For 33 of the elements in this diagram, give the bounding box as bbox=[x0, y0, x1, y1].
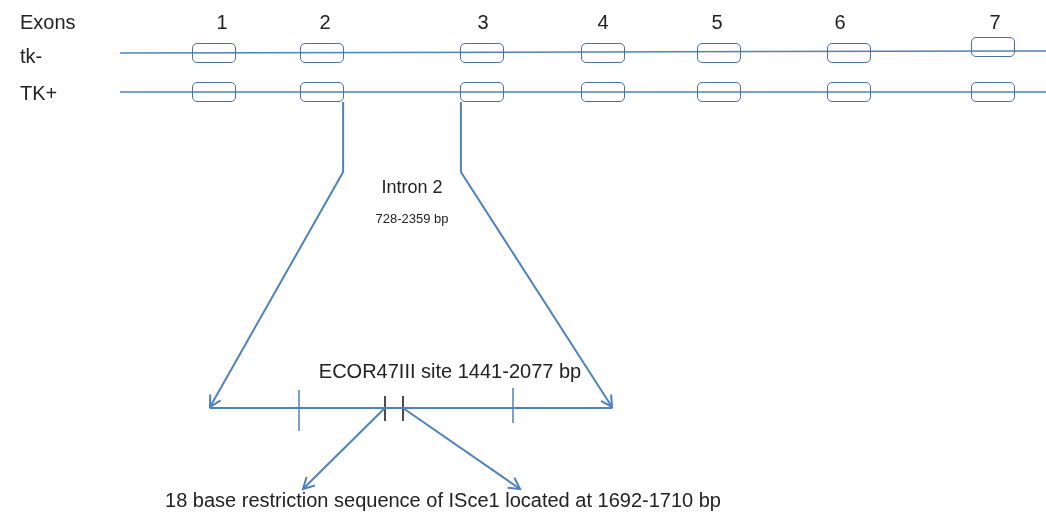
annotation-text: 18 base restriction sequence of ISce1 located at 1692-1710 bp bbox=[108, 489, 778, 513]
exon-box bbox=[192, 82, 236, 102]
size-label: 728-2359 bp bbox=[375, 212, 449, 227]
exon-box bbox=[827, 43, 871, 63]
exon-number: 7 bbox=[989, 11, 1001, 33]
strand-label: TK+ bbox=[20, 82, 58, 104]
arrow bbox=[209, 101, 345, 408]
arrow bbox=[459, 101, 613, 408]
row-heading: Exons bbox=[20, 11, 76, 33]
intron-label: Intron 2 bbox=[381, 178, 443, 198]
intron-line bbox=[210, 407, 612, 409]
exon-box bbox=[192, 43, 236, 63]
exon-box bbox=[697, 43, 741, 63]
exon-box bbox=[827, 82, 871, 102]
exon-number: 3 bbox=[477, 11, 489, 33]
arrow bbox=[401, 407, 522, 490]
exon-box bbox=[300, 82, 344, 102]
exon-box bbox=[697, 82, 741, 102]
exon-box bbox=[581, 82, 625, 102]
exon-number: 2 bbox=[319, 11, 331, 33]
exon-box bbox=[971, 82, 1015, 102]
strand-label: tk- bbox=[20, 45, 43, 67]
exon-box bbox=[581, 43, 625, 63]
exon-box bbox=[460, 43, 504, 63]
exon-number: 1 bbox=[216, 11, 228, 33]
exon-number: 4 bbox=[597, 11, 609, 33]
site-label: ECOR47III site 1441-2077 bp bbox=[318, 360, 582, 382]
exon-box bbox=[460, 82, 504, 102]
exon-number: 6 bbox=[834, 11, 846, 33]
exon-number: 5 bbox=[711, 11, 723, 33]
arrow bbox=[301, 407, 386, 490]
exon-box bbox=[300, 43, 344, 63]
exon-box bbox=[971, 37, 1015, 57]
